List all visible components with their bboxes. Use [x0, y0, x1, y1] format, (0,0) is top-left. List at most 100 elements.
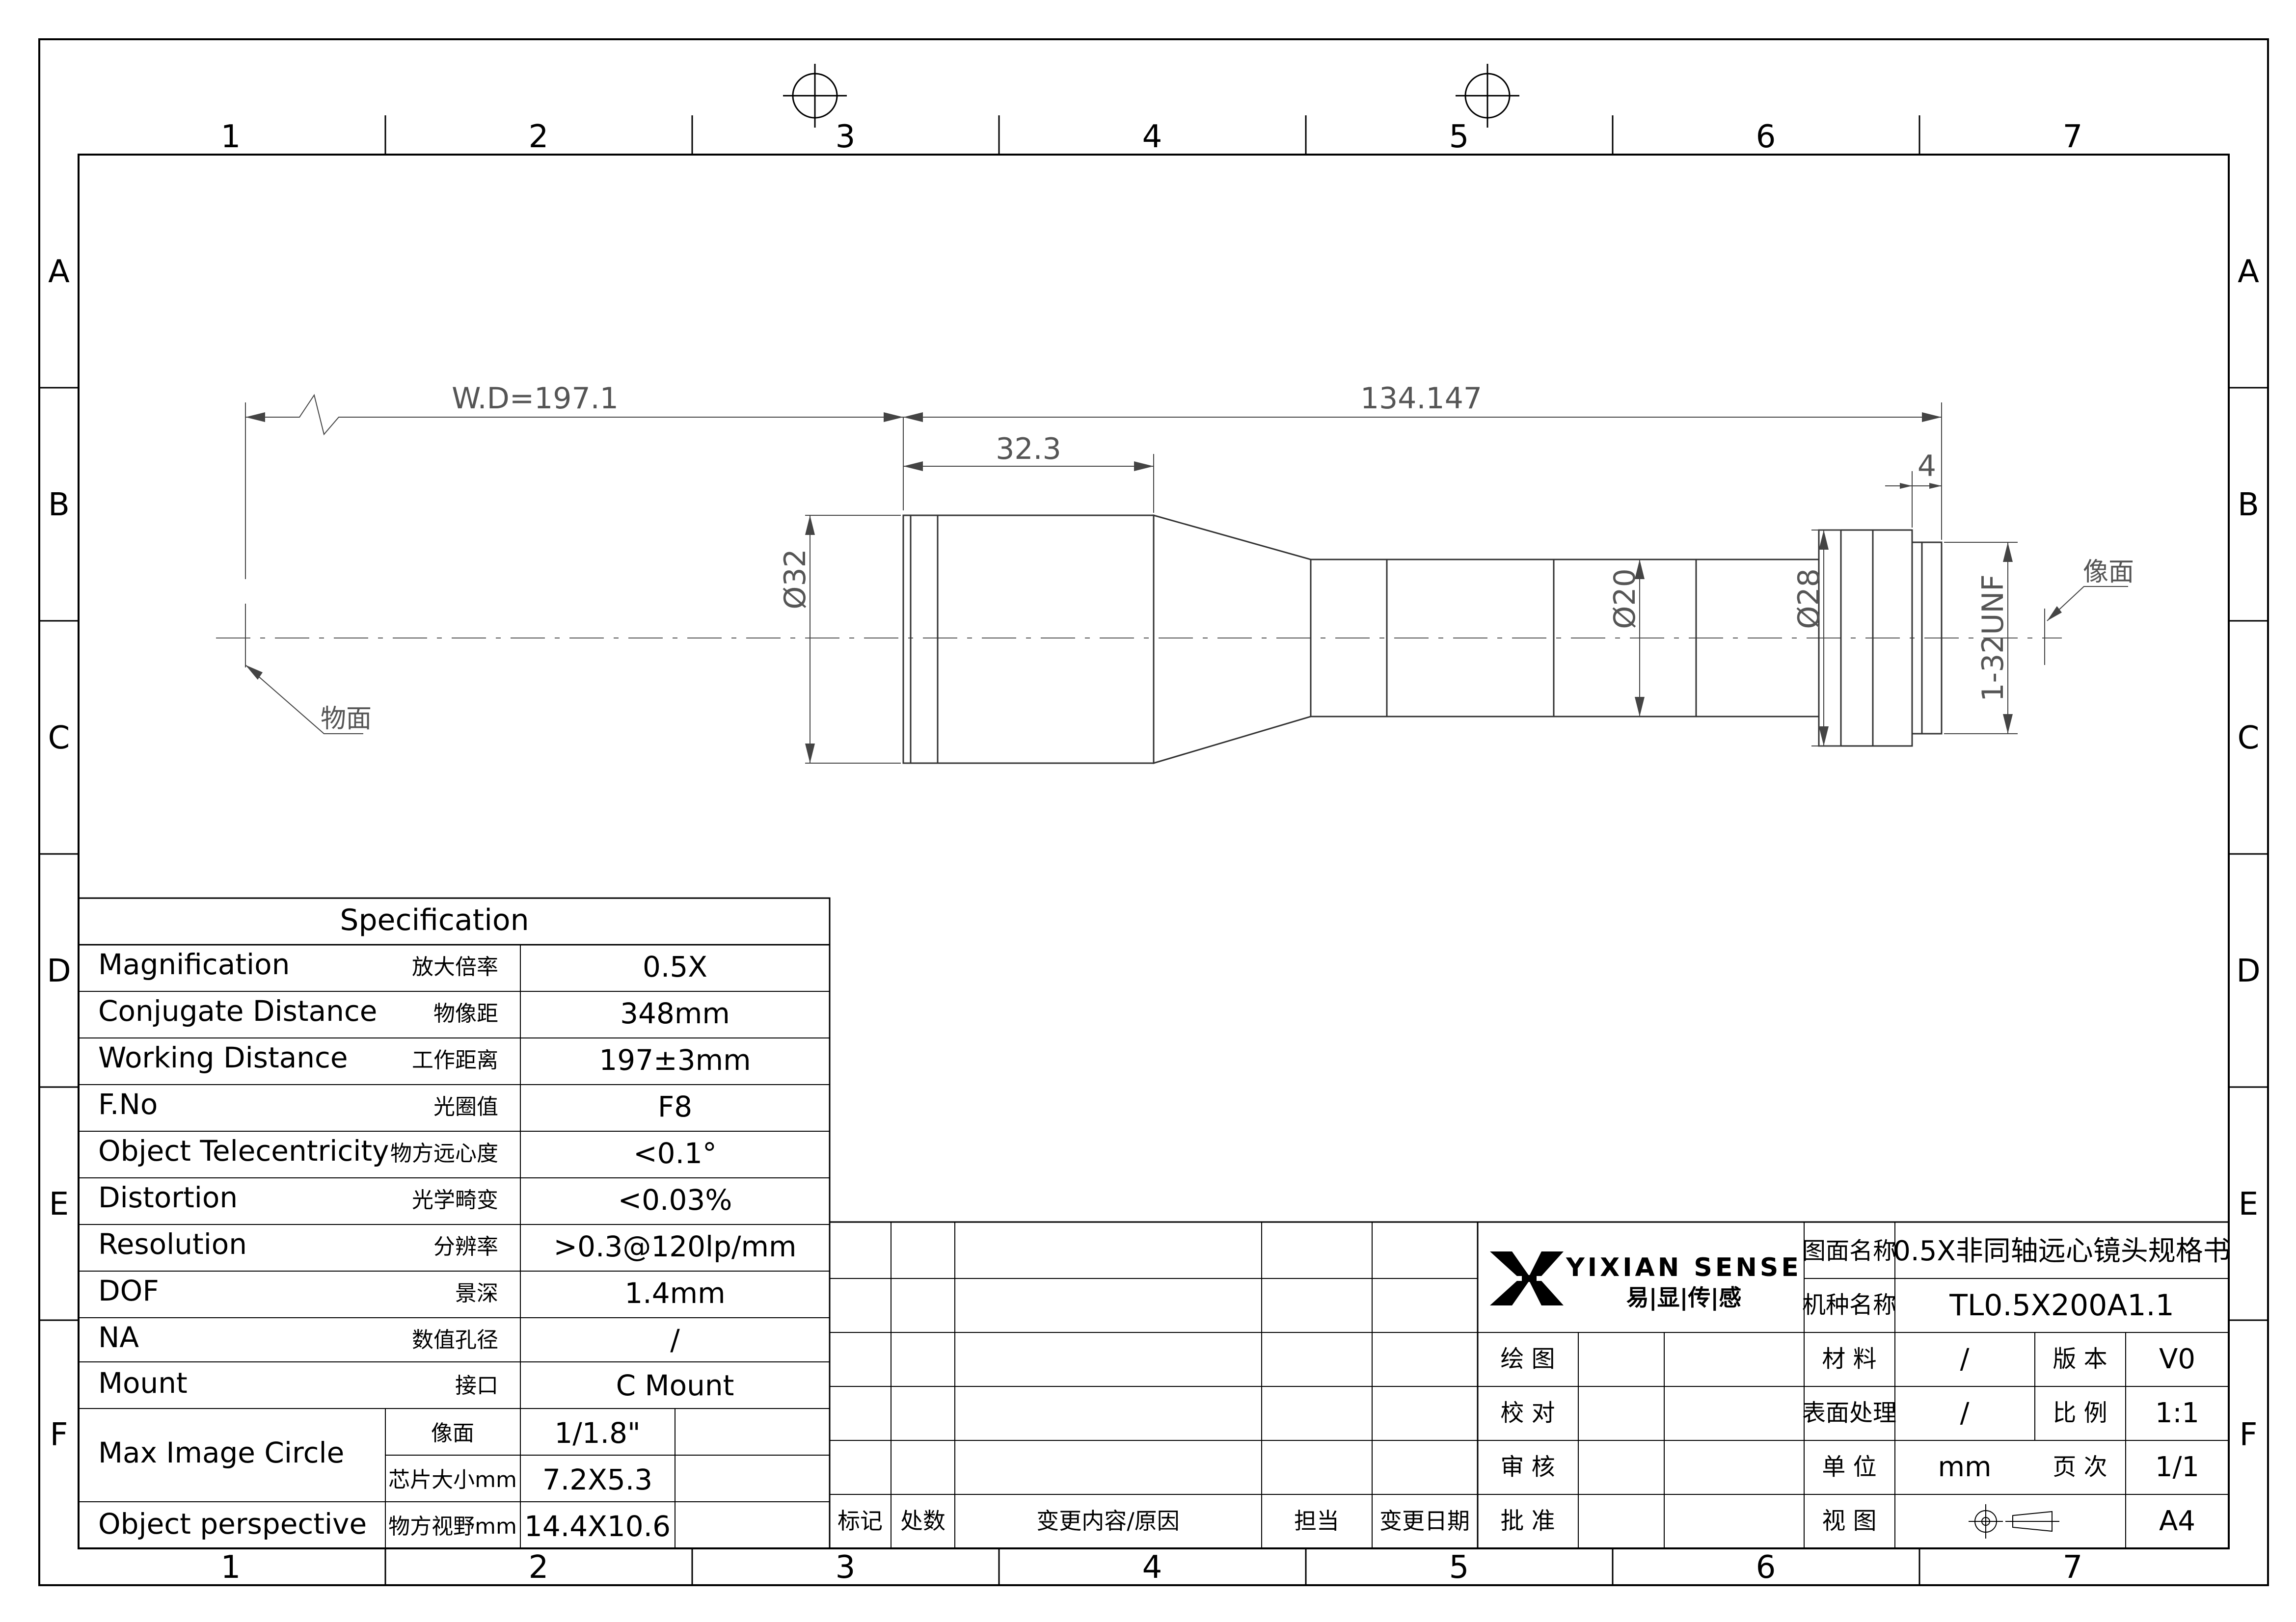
unit-label: 单 位 [1822, 1453, 1876, 1481]
inner-border [78, 154, 2230, 1549]
revision-header-owner: 担当 [1294, 1508, 1339, 1534]
drawing-name-label: 图面名称 [1802, 1237, 1896, 1265]
zone-col-3: 3 [836, 119, 856, 155]
version-label: 版 本 [2053, 1345, 2107, 1373]
spec-label-cn: 物方视野mm [388, 1514, 517, 1539]
spec-label-en: Magnification [98, 948, 290, 981]
zone-col-6: 6 [1756, 1549, 1776, 1586]
page-value: 1/1 [2155, 1451, 2199, 1483]
spec-table: Specification Magnification 放大倍率 0.5X Co… [78, 897, 831, 1549]
zone-row-e: E [2239, 1186, 2258, 1223]
zone-row-c: C [48, 720, 70, 756]
spec-label-cn: 放大倍率 [412, 955, 498, 980]
spec-label-en: Object perspective [98, 1507, 367, 1541]
scale-label: 比 例 [2053, 1399, 2107, 1427]
dim-front-length: 32.3 [996, 432, 1061, 466]
brand-logo: YIXIAN SENSE 易|显|传|感 [1490, 1251, 1799, 1311]
x-logo-icon [1490, 1251, 1564, 1305]
spec-row-max-image-circle: Max Image Circle 像面 1/1.8" 芯片大小mm 7.2X5.… [98, 1416, 652, 1496]
draw-label: 绘 图 [1500, 1345, 1555, 1373]
spec-label-cn: 物像距 [433, 1001, 498, 1026]
spec-value: <0.1° [633, 1137, 717, 1170]
zone-column-labels-bottom: 1 2 3 4 5 6 7 [221, 1549, 2083, 1586]
spec-sub-value: 7.2X5.3 [542, 1463, 652, 1496]
front-barrel [937, 514, 1155, 764]
front-barrel-cap [902, 514, 939, 764]
spec-row-fno: F.No 光圈值 F8 [98, 1088, 692, 1123]
material-value: / [1960, 1343, 1970, 1375]
dim-flange-width: 4 [1918, 449, 1936, 483]
dim-dia-front: Ø32 [778, 549, 812, 610]
zone-row-labels-left: A B C D E F [47, 254, 71, 1453]
spec-label-cn: 接口 [455, 1373, 498, 1398]
spec-row-conjugate-distance: Conjugate Distance 物像距 348mm [98, 994, 730, 1030]
spec-row-resolution: Resolution 分辨率 >0.3@120lp/mm [98, 1227, 797, 1263]
approve-label: 批 准 [1500, 1507, 1555, 1535]
dim-working-distance: W.D=197.1 [452, 381, 619, 416]
title-block: YIXIAN SENSE 易|显|传|感 图面名称 0.5X非同轴远心镜头规格书… [1477, 1221, 2231, 1549]
zone-column-labels-top: 1 2 3 4 5 6 7 [221, 119, 2083, 155]
spec-label-cn: 光学畸变 [412, 1188, 498, 1213]
spec-label-cn: 数值孔径 [412, 1328, 498, 1353]
dim-dia-mid: Ø20 [1608, 568, 1642, 629]
zone-col-1: 1 [221, 119, 241, 155]
spec-value: C Mount [616, 1369, 734, 1402]
spec-label-cn: 景深 [455, 1281, 498, 1306]
dim-dia-rear: Ø28 [1792, 568, 1826, 629]
registration-mark-left [783, 64, 847, 128]
spec-label-en: NA [98, 1321, 139, 1354]
spec-label-en: Working Distance [98, 1041, 348, 1074]
zone-col-1: 1 [221, 1549, 241, 1586]
dim-thread: 1-32UNF [1976, 574, 2010, 701]
spec-label-en: F.No [98, 1088, 158, 1121]
spec-row-dof: DOF 景深 1.4mm [98, 1274, 726, 1310]
revision-header-mark: 标记 [837, 1508, 883, 1534]
spec-value: F8 [658, 1090, 692, 1123]
spec-label-en: Resolution [98, 1227, 247, 1261]
spec-sub-value: 1/1.8" [554, 1416, 640, 1450]
spec-label-cn: 物方远心度 [390, 1141, 498, 1166]
zone-col-2: 2 [529, 119, 549, 155]
surface-value: / [1960, 1397, 1970, 1429]
version-value: V0 [2159, 1343, 2195, 1375]
spec-value: >0.3@120lp/mm [553, 1230, 796, 1263]
spec-value: 348mm [620, 997, 730, 1030]
spec-value: / [670, 1323, 680, 1356]
zone-col-4: 4 [1142, 119, 1162, 155]
zone-col-3: 3 [836, 1549, 856, 1586]
spec-row-object-perspective: Object perspective 物方视野mm 14.4X10.6 [98, 1507, 671, 1543]
zone-col-5: 5 [1449, 119, 1469, 155]
spec-row-mount: Mount 接口 C Mount [98, 1366, 734, 1402]
zone-row-f: F [2240, 1417, 2258, 1453]
paper-size: A4 [2159, 1505, 2195, 1537]
spec-row-working-distance: Working Distance 工作距离 197±3mm [98, 1041, 751, 1077]
model-name: TL0.5X200A1.1 [1949, 1288, 2174, 1323]
image-plane-leader [2047, 586, 2128, 621]
zone-row-a: A [2238, 254, 2259, 290]
revision-table: 标记 处数 变更内容/原因 担当 变更日期 [829, 1221, 1479, 1549]
zone-row-b: B [48, 487, 70, 523]
spec-label-en: Max Image Circle [98, 1436, 344, 1469]
spec-sub-label: 像面 [431, 1421, 474, 1446]
spec-row-distortion: Distortion 光学畸变 <0.03% [98, 1181, 732, 1217]
check-label: 校 对 [1500, 1399, 1555, 1427]
review-label: 审 核 [1500, 1453, 1555, 1481]
zone-col-6: 6 [1756, 119, 1776, 155]
brand-name-cn: 易|显|传|感 [1626, 1284, 1741, 1311]
label-image-plane: 像面 [2083, 558, 2134, 587]
dim-total-length: 134.147 [1360, 381, 1482, 416]
wd-dimension-line [245, 394, 903, 436]
spec-value: <0.03% [618, 1183, 732, 1217]
spec-value: 0.5X [643, 950, 707, 984]
view-label: 视 图 [1822, 1507, 1876, 1535]
zone-row-f: F [50, 1417, 68, 1453]
zone-col-4: 4 [1142, 1549, 1162, 1586]
outer-border [38, 38, 2269, 1586]
spec-value: 1.4mm [624, 1276, 725, 1310]
revision-header-count: 处数 [900, 1508, 945, 1534]
spec-row-magnification: Magnification 放大倍率 0.5X [98, 948, 707, 984]
zone-column-dividers [384, 115, 1920, 1585]
spec-label-en: Distortion [98, 1181, 238, 1214]
zone-row-a: A [48, 254, 70, 290]
scale-value: 1:1 [2155, 1397, 2199, 1429]
